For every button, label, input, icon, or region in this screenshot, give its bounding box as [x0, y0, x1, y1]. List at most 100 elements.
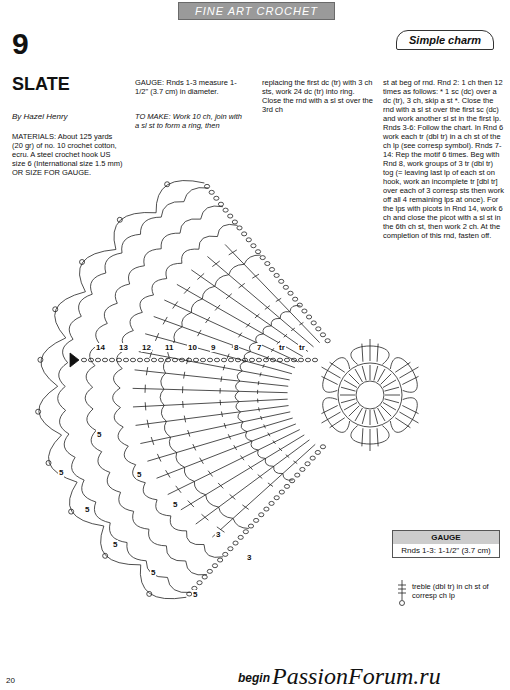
- box-heading: Simple charm: [409, 34, 481, 46]
- stitch: [355, 408, 363, 421]
- stitch: [276, 298, 281, 301]
- stitch: [236, 402, 241, 412]
- stitch: [166, 470, 170, 477]
- stitch: [69, 482, 103, 526]
- stitch: [94, 502, 110, 523]
- stitch: [251, 441, 258, 450]
- chain-stitch: [202, 575, 207, 579]
- stitch: [258, 450, 266, 458]
- stitch: [256, 334, 264, 343]
- chain-stitch: [242, 358, 247, 362]
- chain-stitch: [207, 358, 212, 362]
- picot: [165, 182, 170, 187]
- stitch: [229, 250, 237, 255]
- stitch: [98, 452, 110, 473]
- stitch: [186, 531, 204, 545]
- stitch: [383, 403, 396, 411]
- stitch: [284, 334, 287, 337]
- stitch: [182, 401, 184, 408]
- chain-stitch: [165, 358, 170, 362]
- stitch: [64, 434, 75, 457]
- stitch: [151, 437, 154, 445]
- chain-stitch: [316, 327, 321, 331]
- stitch: [395, 362, 410, 372]
- stitch: [79, 294, 93, 316]
- stitch: [374, 409, 378, 423]
- chain-stitch: [186, 358, 191, 362]
- stitch: [374, 366, 378, 380]
- stitch: [182, 249, 199, 263]
- picot: [36, 409, 41, 414]
- stitch: [257, 390, 258, 394]
- loop-count: 3: [246, 553, 252, 562]
- chain-stitch: [260, 256, 265, 260]
- stitch: [191, 270, 308, 352]
- row-number: 14: [95, 343, 106, 352]
- picot: [53, 307, 58, 312]
- stitch: [114, 212, 156, 249]
- loop-count: 5: [112, 540, 118, 549]
- stitch: [225, 244, 320, 342]
- chain-stitch: [300, 467, 305, 471]
- stitch: [87, 409, 96, 431]
- stitch: [206, 495, 219, 507]
- picot: [46, 460, 51, 465]
- stitch: [79, 249, 115, 291]
- stitch: [402, 376, 418, 384]
- stitch: [390, 358, 417, 393]
- stitch: [186, 561, 207, 575]
- chain-stitch: [265, 262, 270, 266]
- stitch: [101, 526, 141, 565]
- center-ring: [356, 381, 384, 409]
- stitch: [257, 399, 258, 403]
- chain-stitch: [298, 358, 303, 362]
- stitch: [201, 514, 208, 520]
- chain-stitch: [151, 358, 156, 362]
- chain-stitch: [95, 358, 100, 362]
- chain-stitch: [197, 581, 202, 585]
- stitch: [226, 294, 232, 299]
- stitch: [140, 412, 290, 444]
- stitch: [258, 407, 260, 411]
- stitch: [160, 389, 164, 405]
- stitch: [180, 219, 201, 233]
- chain-stitch: [259, 513, 264, 517]
- chain-stitch: [274, 496, 279, 500]
- issue-number: 9: [12, 26, 29, 62]
- author: By Hazel Henry: [12, 112, 68, 122]
- stitch: [321, 376, 337, 384]
- chain-stitch: [290, 479, 295, 483]
- stitch: [265, 458, 274, 466]
- stitch: [390, 398, 417, 433]
- chain-stitch: [274, 273, 279, 277]
- stitch: [91, 273, 106, 294]
- gauge-text: GAUGE: Rnds 1-3 measure 1-1/2" (3.7 cm) …: [135, 78, 247, 96]
- stitch: [144, 249, 161, 266]
- stitch: [184, 467, 194, 481]
- stitch: [246, 432, 252, 441]
- stitch: [168, 430, 300, 495]
- watermark: PassionForum.ru: [272, 662, 441, 690]
- chain-stitch: [88, 358, 93, 362]
- stitch: [370, 339, 371, 361]
- header-tab: FINE ART CROCHET: [178, 2, 335, 20]
- stitch: [82, 480, 96, 502]
- chain-stitch: [269, 267, 274, 271]
- box-text: Rnds 1-3: 1-1/2" (3.7 cm): [393, 544, 499, 557]
- stitch: [86, 366, 95, 388]
- chain-stitch: [102, 358, 107, 362]
- chain-stitch: [130, 358, 135, 362]
- chain-stitch: [200, 358, 205, 362]
- chain-stitch: [144, 358, 149, 362]
- stitch: [147, 420, 149, 428]
- chain-stitch: [311, 321, 316, 325]
- stitch: [258, 475, 263, 479]
- row-number: 13: [118, 343, 129, 352]
- stitch: [140, 565, 186, 599]
- stitch: [154, 317, 295, 368]
- chain-stitch: [312, 358, 317, 362]
- chain-stitch: [109, 358, 114, 362]
- stitch: [200, 458, 204, 464]
- chain-stitch: [293, 297, 298, 301]
- chain-stitch: [228, 214, 233, 218]
